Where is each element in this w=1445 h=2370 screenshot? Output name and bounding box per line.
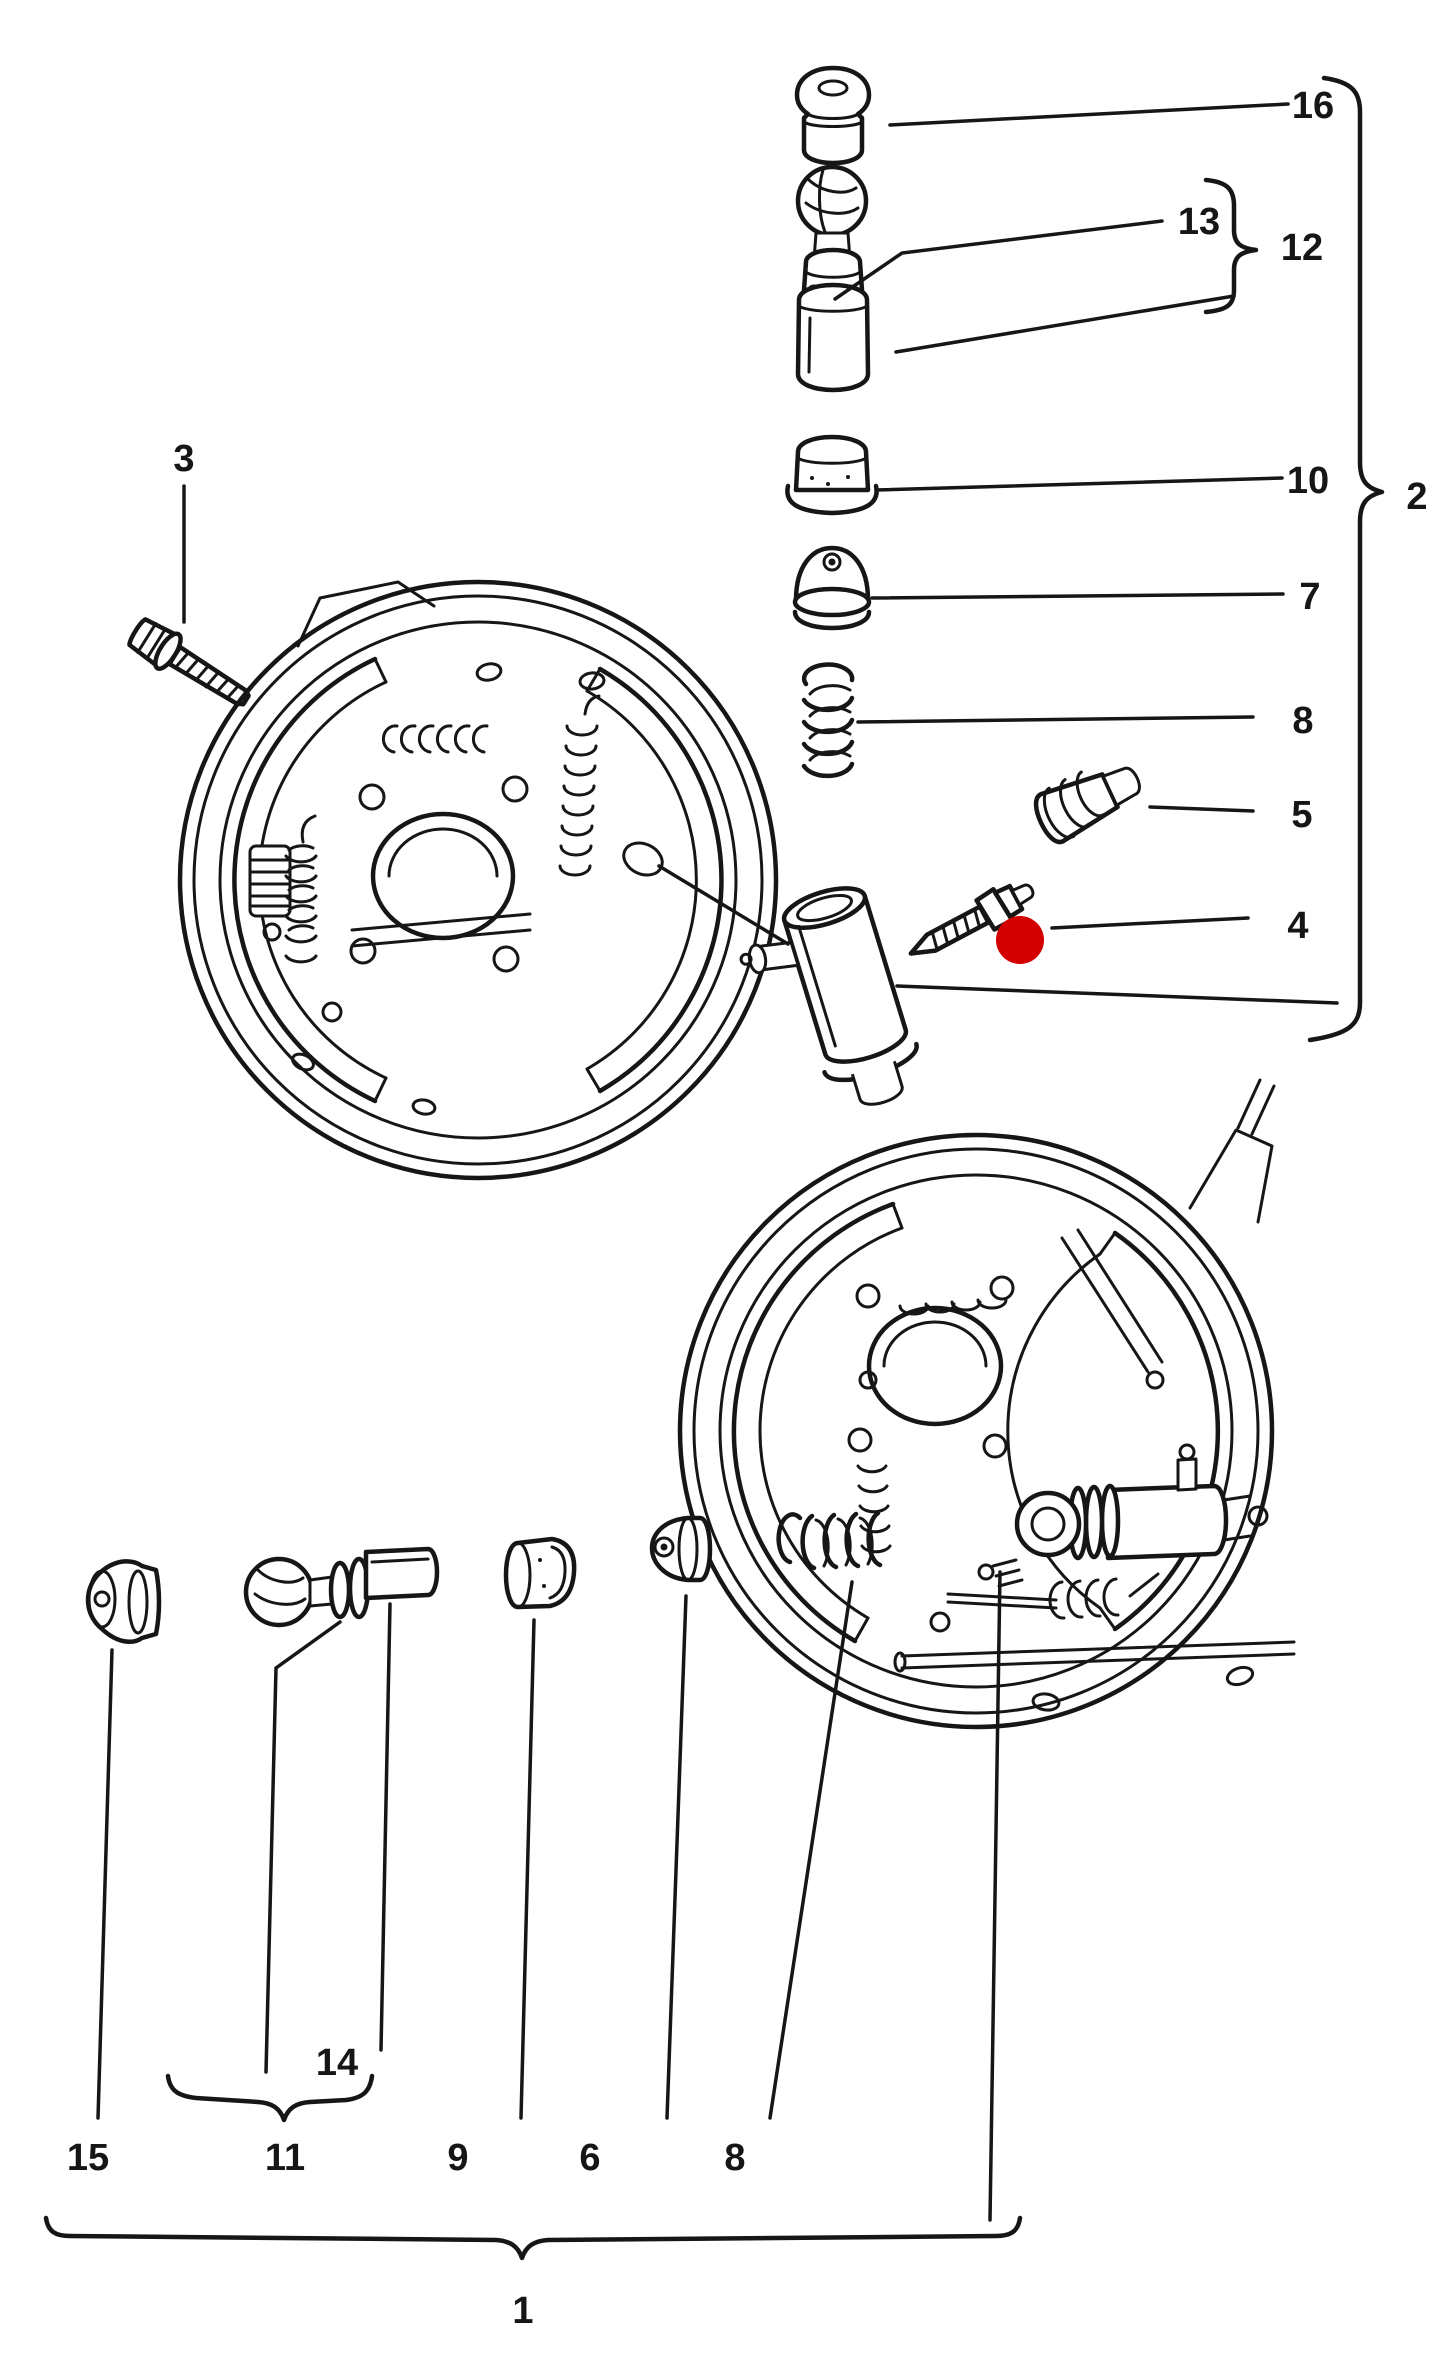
wheel-cylinder-installed-drawing [1014,1443,1269,1561]
part-spring-drawing [801,662,855,779]
part-bolt-drawing [127,617,251,707]
part-bleeder-cylinder-side-drawing [243,1546,440,1628]
bracket-11 [165,2073,375,2123]
part-cup-side-drawing [503,1536,577,1610]
callout-label-13[interactable]: 13 [1178,201,1220,243]
callout-label-3[interactable]: 3 [173,438,194,480]
callout-labels: 16 13 12 10 7 8 5 4 2 3 15 14 11 9 6 8 1 [67,85,1428,2332]
wheel-cylinder-loose-drawing [739,886,919,1106]
callout-label-11[interactable]: 11 [265,2137,305,2179]
callout-label-16[interactable]: 16 [1292,85,1334,127]
callout-label-9[interactable]: 9 [447,2137,468,2179]
callout-label-7[interactable]: 7 [1299,576,1320,618]
bracket-2 [1307,75,1385,1043]
part-cylinder-body-drawing [795,282,871,393]
backing-plate-bottom-drawing [677,1078,1296,1730]
callout-label-6[interactable]: 6 [579,2137,600,2179]
callout-label-14[interactable]: 14 [316,2042,358,2084]
part-dust-cap-drawing [794,65,872,166]
part-spring-horizontal-drawing [776,1510,883,1571]
callout-label-4[interactable]: 4 [1287,905,1308,947]
leader-lines-top [657,102,1339,1005]
leader-lines-bottom [96,1570,1002,2222]
bracket-12 [1203,177,1259,315]
callout-label-8-bottom[interactable]: 8 [724,2137,745,2179]
callout-label-15[interactable]: 15 [67,2137,109,2179]
callout-label-12[interactable]: 12 [1281,227,1323,269]
bracket-1 [43,2215,1023,2261]
part-marker-dot[interactable] [996,916,1044,964]
backing-plate-top-drawing [177,579,779,1181]
part-piston-cup-drawing [785,434,879,516]
part-dust-boot-drawing [792,545,872,631]
callout-label-2[interactable]: 2 [1406,476,1427,518]
callout-label-1[interactable]: 1 [512,2290,533,2332]
part-plug-drawing [1033,766,1141,845]
part-dome-side-drawing [649,1515,713,1583]
part-boot-side-drawing [85,1559,162,1644]
callout-label-5[interactable]: 5 [1291,794,1312,836]
callout-label-10[interactable]: 10 [1287,460,1329,502]
callout-label-8-top[interactable]: 8 [1292,700,1313,742]
